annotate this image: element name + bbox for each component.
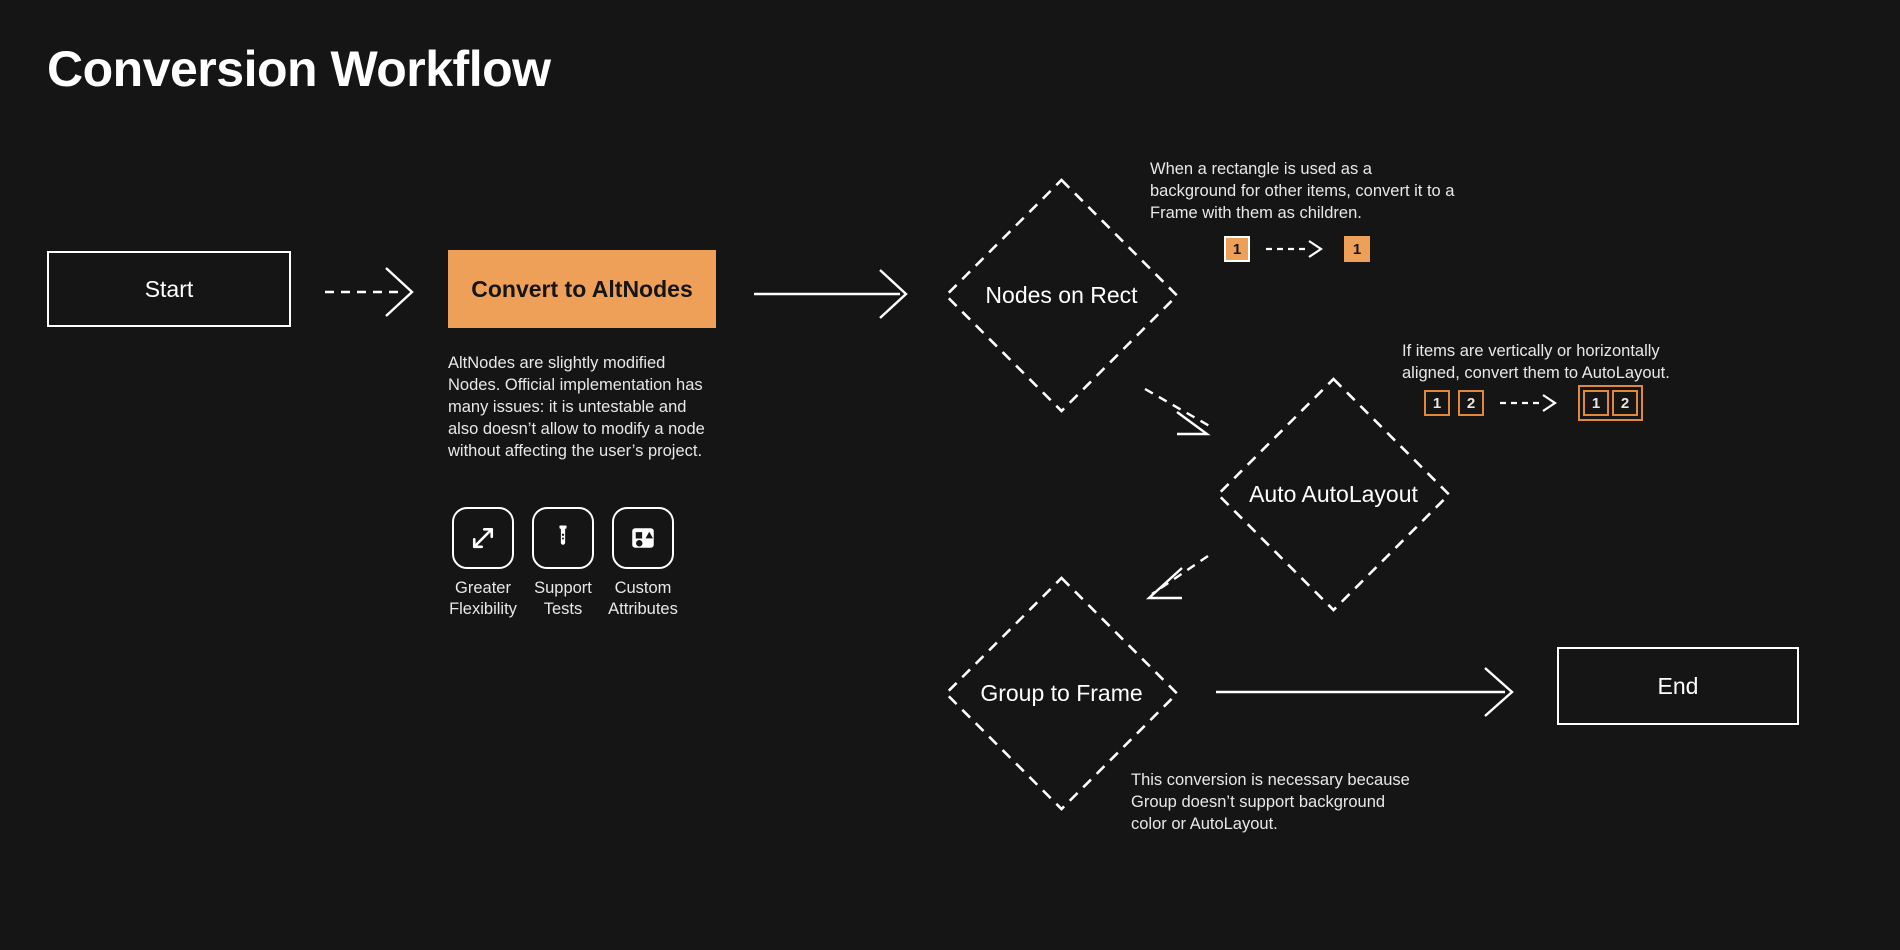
- feature-label: Custom Attributes: [608, 579, 678, 618]
- feature-label: Support Tests: [534, 579, 592, 618]
- node-auto-autolayout[interactable]: Auto AutoLayout: [1216, 377, 1451, 612]
- node-group-to-frame[interactable]: Group to Frame: [944, 576, 1179, 811]
- diamond-shape: [944, 576, 1179, 811]
- diamond-shape: [944, 178, 1179, 413]
- node-auto-autolayout-label: Auto AutoLayout: [1249, 481, 1418, 507]
- node-convert-label: Convert to AltNodes: [471, 275, 693, 302]
- test-tube-icon: [532, 507, 594, 569]
- note-group-to-frame: This conversion is necessary because Gro…: [1131, 771, 1410, 833]
- edge-convert-to-nodes-on-rect: [754, 269, 908, 319]
- badge-before-1: 1: [1424, 390, 1450, 416]
- diamond-shape: [1216, 377, 1451, 612]
- note-nodes-on-rect: When a rectangle is used as a background…: [1150, 160, 1455, 222]
- expand-arrows-icon: [452, 507, 514, 569]
- edge-group-to-frame-to-end: [1216, 667, 1514, 717]
- feature-list: Greater Flexibility Support Tests: [449, 507, 678, 620]
- badge-demo-nodes-on-rect: 1 1: [1224, 236, 1370, 262]
- note-convert-to-altnodes: AltNodes are slightly modified Nodes. Of…: [448, 354, 705, 460]
- edge-start-to-convert: [325, 267, 414, 317]
- badge-transform-arrow: [1498, 393, 1564, 413]
- node-nodes-on-rect-label: Nodes on Rect: [985, 282, 1138, 308]
- node-convert-to-altnodes[interactable]: Convert to AltNodes: [448, 250, 716, 328]
- badge-before-1: 1: [1224, 236, 1250, 262]
- badge-after-1: 1: [1583, 390, 1609, 416]
- feature-custom-attributes[interactable]: Custom Attributes: [608, 507, 678, 620]
- node-end-label: End: [1657, 672, 1699, 699]
- note-auto-autolayout: If items are vertically or horizontally …: [1402, 342, 1670, 382]
- shapes-attributes-icon: [612, 507, 674, 569]
- feature-label: Greater Flexibility: [449, 579, 517, 618]
- node-group-to-frame-label: Group to Frame: [980, 680, 1143, 706]
- badge-demo-auto-autolayout: 1 2 1 2: [1424, 385, 1643, 421]
- badge-before-2: 2: [1458, 390, 1484, 416]
- node-end[interactable]: End: [1557, 647, 1799, 725]
- badge-transform-arrow: [1264, 239, 1330, 259]
- feature-greater-flexibility[interactable]: Greater Flexibility: [449, 507, 517, 620]
- node-start[interactable]: Start: [47, 251, 291, 327]
- page-title: Conversion Workflow: [47, 41, 551, 97]
- feature-support-tests[interactable]: Support Tests: [532, 507, 594, 620]
- badge-after-2: 2: [1612, 390, 1638, 416]
- node-nodes-on-rect[interactable]: Nodes on Rect: [944, 178, 1179, 413]
- node-start-label: Start: [144, 275, 194, 302]
- badge-after-group-frame: 1 2: [1578, 385, 1643, 421]
- badge-after-1: 1: [1344, 236, 1370, 262]
